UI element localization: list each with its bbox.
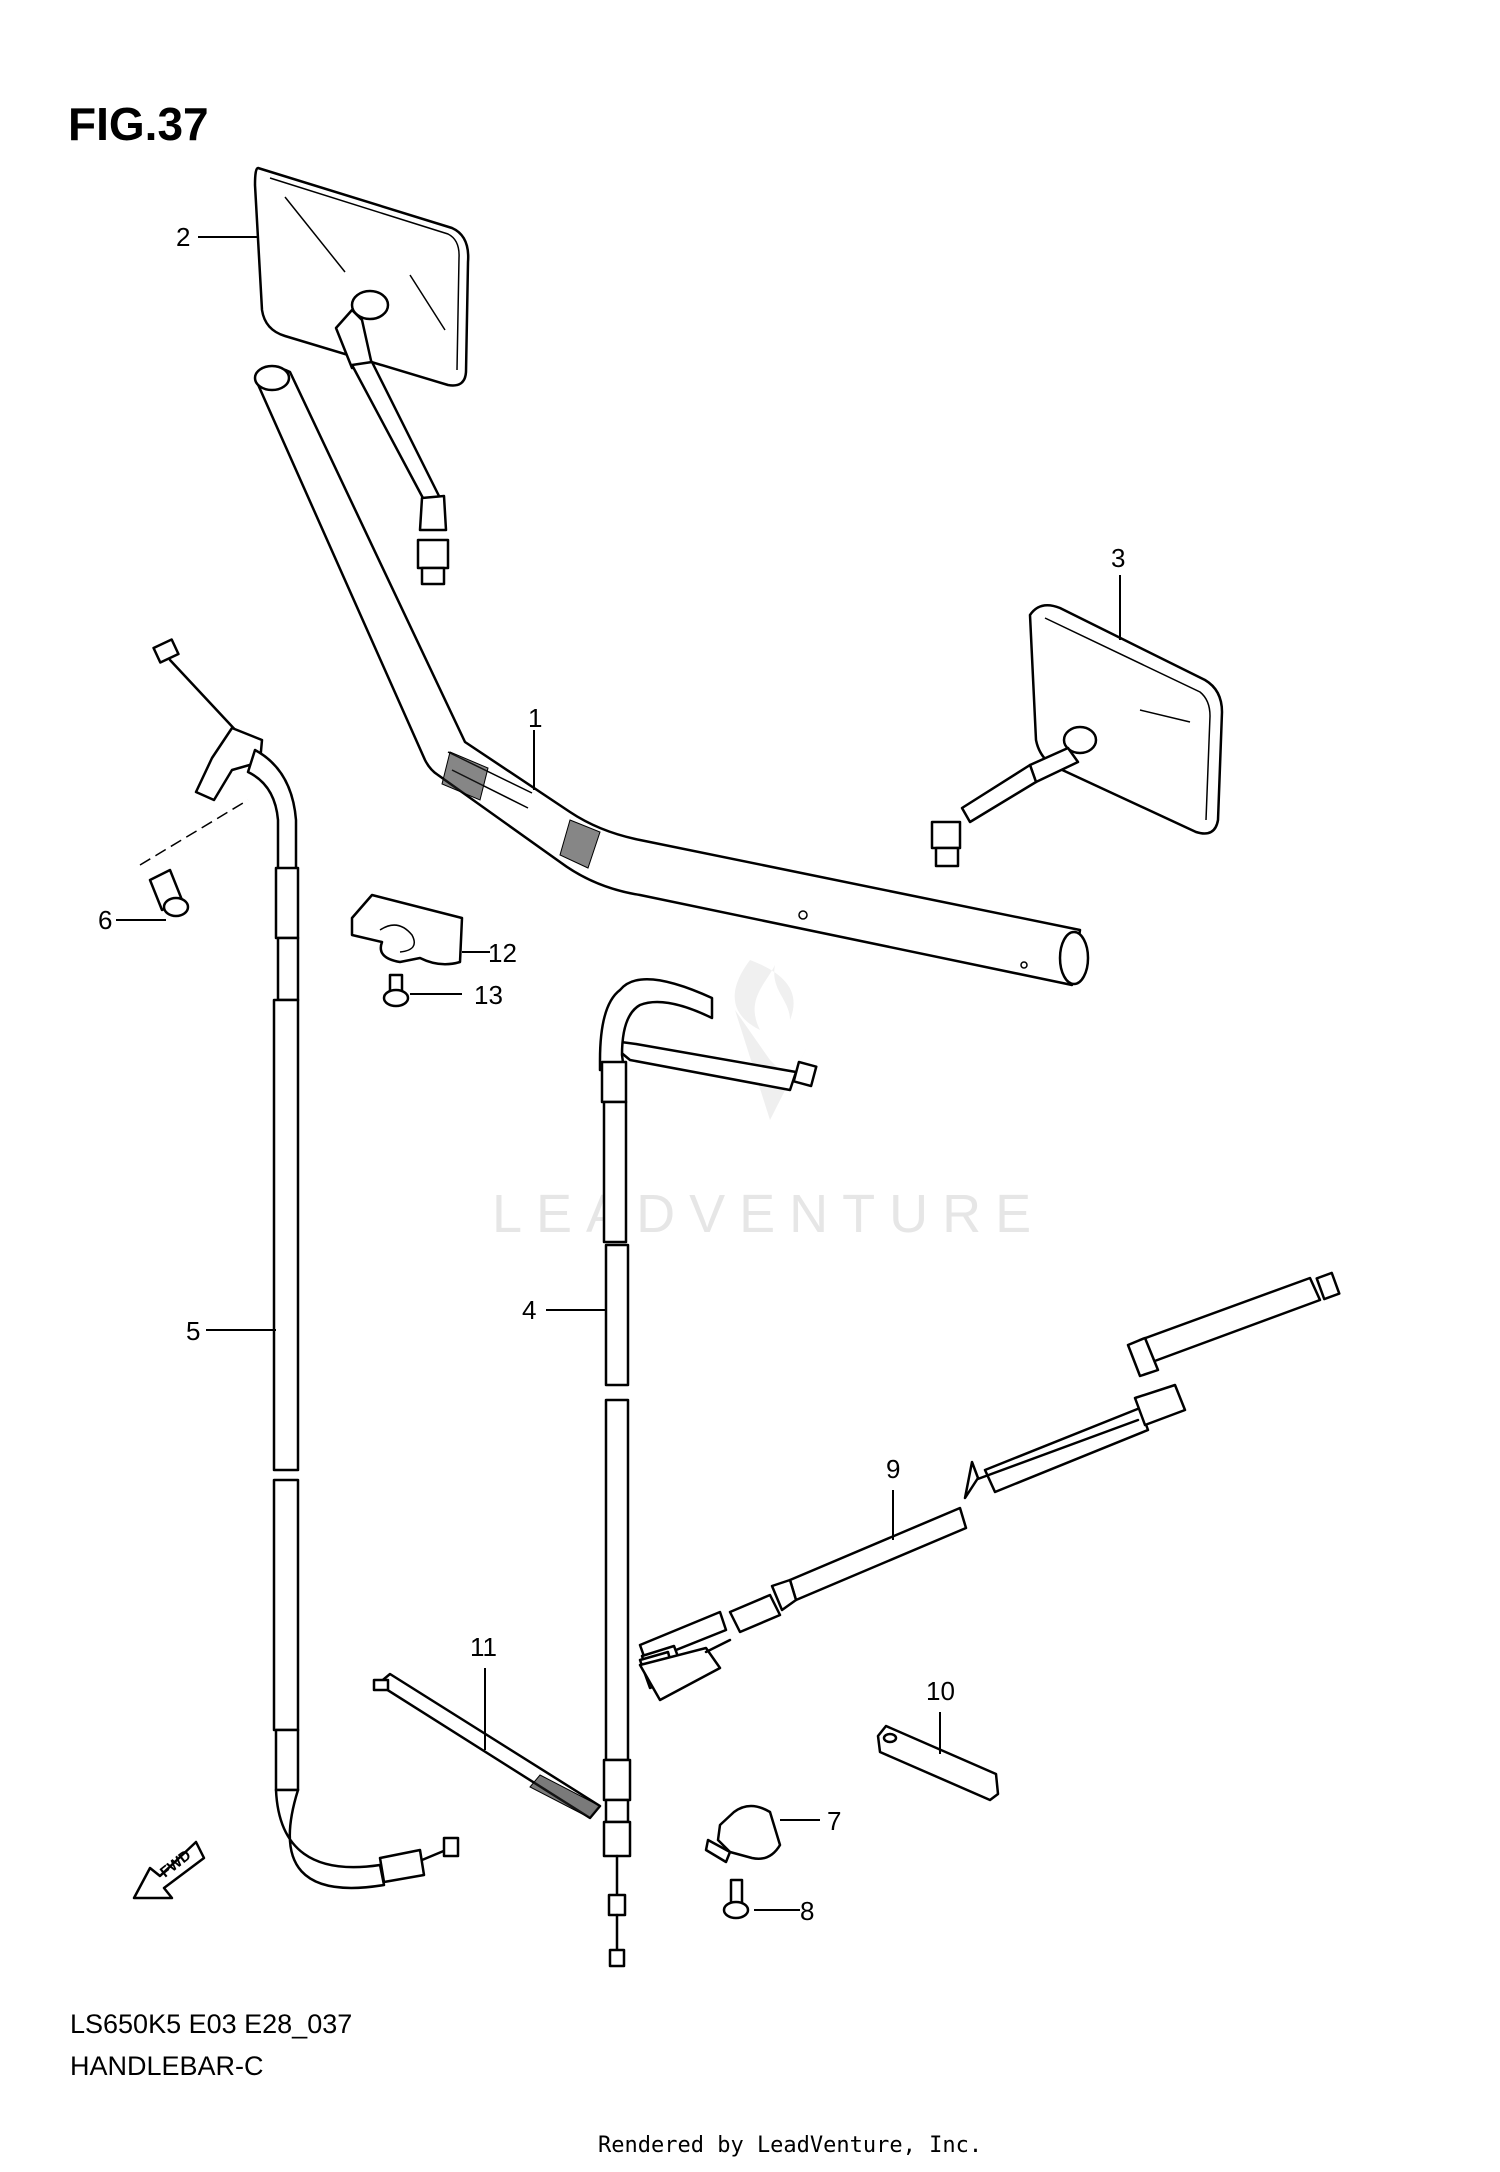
callout-9[interactable]: 9 <box>886 1454 900 1484</box>
callout-12[interactable]: 12 <box>488 938 517 968</box>
callout-11[interactable]: 11 <box>470 1632 497 1662</box>
part-13-screw[interactable] <box>382 973 410 1008</box>
callout-7[interactable]: 7 <box>827 1806 841 1836</box>
part-4-throttle-cable[interactable] <box>598 978 818 1968</box>
callout-13[interactable]: 13 <box>474 980 503 1010</box>
watermark-text: LEADVENTURE <box>492 1184 1045 1244</box>
diagram-code: LS650K5 E03 E28_037 <box>70 2009 352 2039</box>
callout-8[interactable]: 8 <box>800 1896 814 1926</box>
callout-5[interactable]: 5 <box>186 1316 200 1346</box>
callout-4[interactable]: 4 <box>522 1295 536 1325</box>
part-11-cable-tie[interactable] <box>372 1672 602 1820</box>
part-2-left-mirror[interactable] <box>253 166 470 586</box>
part-10-bracket[interactable] <box>876 1724 1000 1802</box>
fwd-arrow-icon: FWD <box>132 1840 206 1900</box>
watermark: LEADVENTURE <box>492 960 1045 1244</box>
part-7-holder[interactable] <box>704 1804 782 1864</box>
part-1-handlebar[interactable] <box>253 364 1090 987</box>
callout-2[interactable]: 2 <box>176 222 190 252</box>
rendered-by: Rendered by LeadVenture, Inc. <box>598 2133 982 2158</box>
figure-title: FIG.37 <box>68 98 209 150</box>
diagram-name: HANDLEBAR-C <box>70 2051 264 2081</box>
callout-10[interactable]: 10 <box>926 1676 955 1706</box>
part-3-right-mirror[interactable] <box>930 603 1224 868</box>
callout-6[interactable]: 6 <box>98 905 112 935</box>
part-8-screw[interactable] <box>722 1878 750 1920</box>
part-12-clamp[interactable] <box>350 893 464 966</box>
leader-6-dashed <box>139 799 249 866</box>
callout-3[interactable]: 3 <box>1111 543 1125 573</box>
part-5-clutch-cable[interactable] <box>152 638 460 1890</box>
part-9-cable[interactable] <box>638 1271 1341 1702</box>
callout-1[interactable]: 1 <box>528 703 542 733</box>
part-6-bolt[interactable] <box>148 868 190 918</box>
